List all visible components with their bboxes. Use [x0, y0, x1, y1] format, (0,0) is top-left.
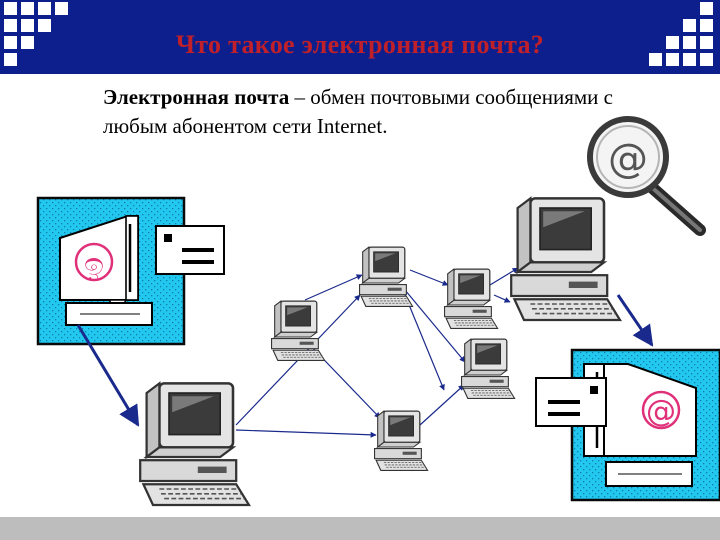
- receiver-computer-panel: @: [535, 348, 720, 502]
- decor-square: [38, 19, 51, 32]
- router-computer: [443, 268, 499, 330]
- router-computer: [270, 300, 326, 362]
- slide-title: Что такое электронная почта?: [175, 30, 545, 59]
- router-computer: [373, 410, 429, 472]
- decor-square: [700, 53, 713, 66]
- decor-square: [683, 19, 696, 32]
- decor-square: [4, 2, 17, 15]
- sender-computer-panel: ඉ: [36, 196, 225, 346]
- slide-header: Что такое электронная почта?: [0, 0, 720, 74]
- sender-computer: [138, 382, 251, 507]
- decor-square: [700, 19, 713, 32]
- magnifier-at-symbol: @: [608, 136, 648, 182]
- decor-square: [666, 53, 679, 66]
- router-computer: [358, 246, 414, 308]
- decor-square: [700, 2, 713, 15]
- decor-square: [21, 36, 34, 49]
- decor-square: [21, 19, 34, 32]
- definition-rest: – обмен почтовыми сообщениями с любым аб…: [103, 85, 613, 138]
- decor-square: [700, 36, 713, 49]
- decor-square: [683, 36, 696, 49]
- decor-square: [4, 19, 17, 32]
- decor-square: [55, 2, 68, 15]
- receiver-at-symbol: @: [646, 394, 676, 429]
- delivery-arrows: [76, 294, 654, 427]
- decor-square: [21, 2, 34, 15]
- mail-server-computer: [509, 197, 622, 322]
- decor-square: [683, 53, 696, 66]
- decor-square: [4, 53, 17, 66]
- decor-square: [666, 36, 679, 49]
- definition-text: Электронная почта – обмен почтовыми сооб…: [103, 83, 623, 141]
- decor-square: [4, 36, 17, 49]
- router-computer: [460, 338, 516, 400]
- definition-term: Электронная почта: [103, 85, 290, 109]
- decor-square: [649, 53, 662, 66]
- decor-square: [38, 2, 51, 15]
- magnifier-at-icon: @: [587, 116, 706, 236]
- slide-footer: [0, 517, 720, 540]
- handwritten-at-symbol: ඉ: [84, 245, 104, 283]
